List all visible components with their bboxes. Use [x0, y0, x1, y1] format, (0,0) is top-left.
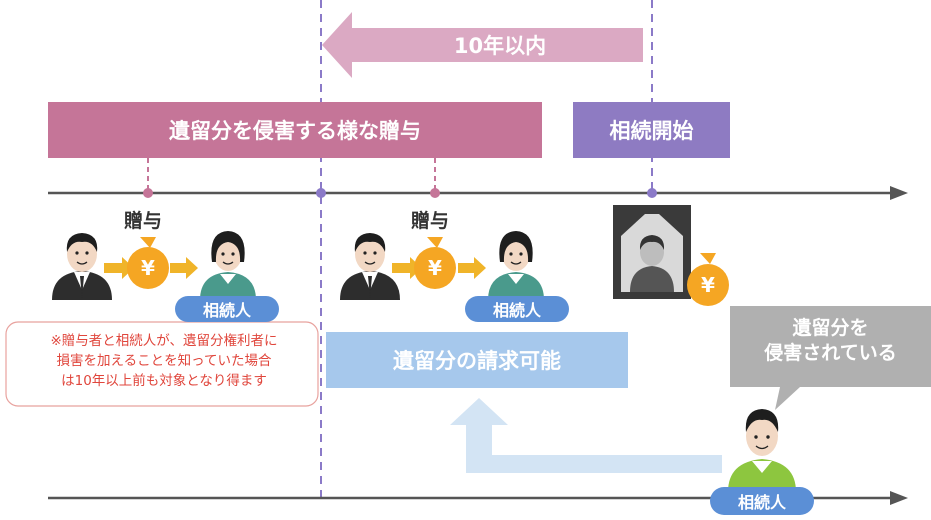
- gift-arrow-2b: [458, 257, 486, 279]
- yen-symbol-3: ¥: [701, 273, 715, 297]
- gift-label-2: 贈与: [411, 210, 450, 232]
- memorial-portrait-icon: [613, 205, 691, 299]
- note-border: [5, 321, 319, 407]
- infringed-label: 遺留分を 侵害されている: [764, 317, 897, 364]
- yen-symbol-2: ¥: [428, 256, 442, 280]
- heir-pill-2: 相続人: [465, 296, 569, 322]
- heir-person-icon-1: [200, 231, 256, 300]
- gift-label-1: 贈与: [124, 210, 163, 232]
- donor-person-icon-2: [340, 233, 400, 300]
- claim-arrow: [450, 398, 722, 473]
- claim-label: 遺留分の請求可能: [393, 349, 561, 373]
- gift-period-label: 遺留分を侵害する様な贈与: [169, 119, 421, 143]
- timeline-dot-inheritance: [647, 188, 657, 198]
- heir-person-icon-3: [728, 409, 796, 492]
- period-arrow-label: 10年以内: [453, 34, 547, 58]
- heir-pill-1: 相続人: [175, 296, 279, 322]
- timeline-dot-boundary: [316, 188, 326, 198]
- note-text: ※贈与者と相続人が、遺留分権利者に 損害を加えることを知っていた場合 は10年以…: [50, 333, 278, 389]
- heir-person-icon-2: [488, 231, 544, 300]
- speech-bubble: [730, 306, 931, 410]
- timeline-bottom-arrowhead: [890, 491, 908, 505]
- money-bag-icon-1: [127, 237, 169, 289]
- heir-pill-1-label: 相続人: [202, 301, 251, 320]
- heir-pill-2-label: 相続人: [492, 301, 541, 320]
- gift-arrow-1b: [170, 257, 198, 279]
- money-bag-icon-3: [687, 253, 729, 306]
- claim-box: 遺留分の請求可能: [326, 332, 628, 388]
- gift-arrow-2a: [392, 257, 422, 279]
- yen-symbol-1: ¥: [141, 256, 155, 280]
- period-arrow: [322, 12, 643, 78]
- inheritance-start-label: 相続開始: [609, 119, 694, 143]
- heir-pill-3-label: 相続人: [737, 493, 786, 512]
- heir-pill-3: 相続人: [710, 487, 814, 515]
- timeline-dot-gift-1: [143, 188, 153, 198]
- timeline-dot-gift-2: [430, 188, 440, 198]
- timeline-top-arrowhead: [890, 186, 908, 200]
- inheritance-start-box: 相続開始: [573, 102, 730, 158]
- donor-person-icon-1: [52, 233, 112, 300]
- money-bag-icon-2: [414, 237, 456, 289]
- gift-period-bar: 遺留分を侵害する様な贈与: [48, 102, 542, 158]
- gift-arrow-1a: [104, 257, 134, 279]
